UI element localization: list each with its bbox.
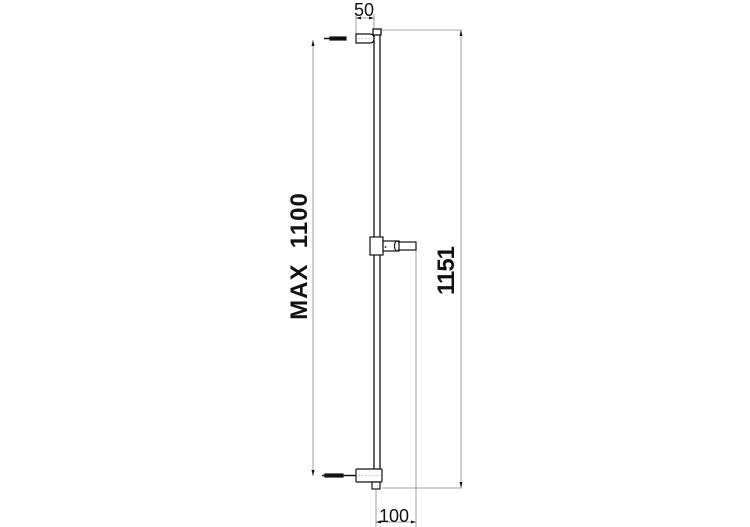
dimension-label-overall-height: 1151 [433, 246, 460, 296]
dimension-label-wall-offset: 100 [379, 506, 410, 526]
dimension-lines [312, 14, 462, 527]
max-prefix: MAX [286, 263, 313, 320]
handset-holder [369, 236, 417, 256]
dimension-label-max-fixing-distance: MAX 1100 [286, 192, 313, 320]
top-wall-bracket [324, 33, 375, 44]
dimension-label-bracket-depth: 50 [354, 0, 375, 20]
max-value: 1100 [286, 192, 313, 249]
bottom-wall-bracket [322, 468, 383, 490]
dimension-arrows [311, 16, 463, 524]
